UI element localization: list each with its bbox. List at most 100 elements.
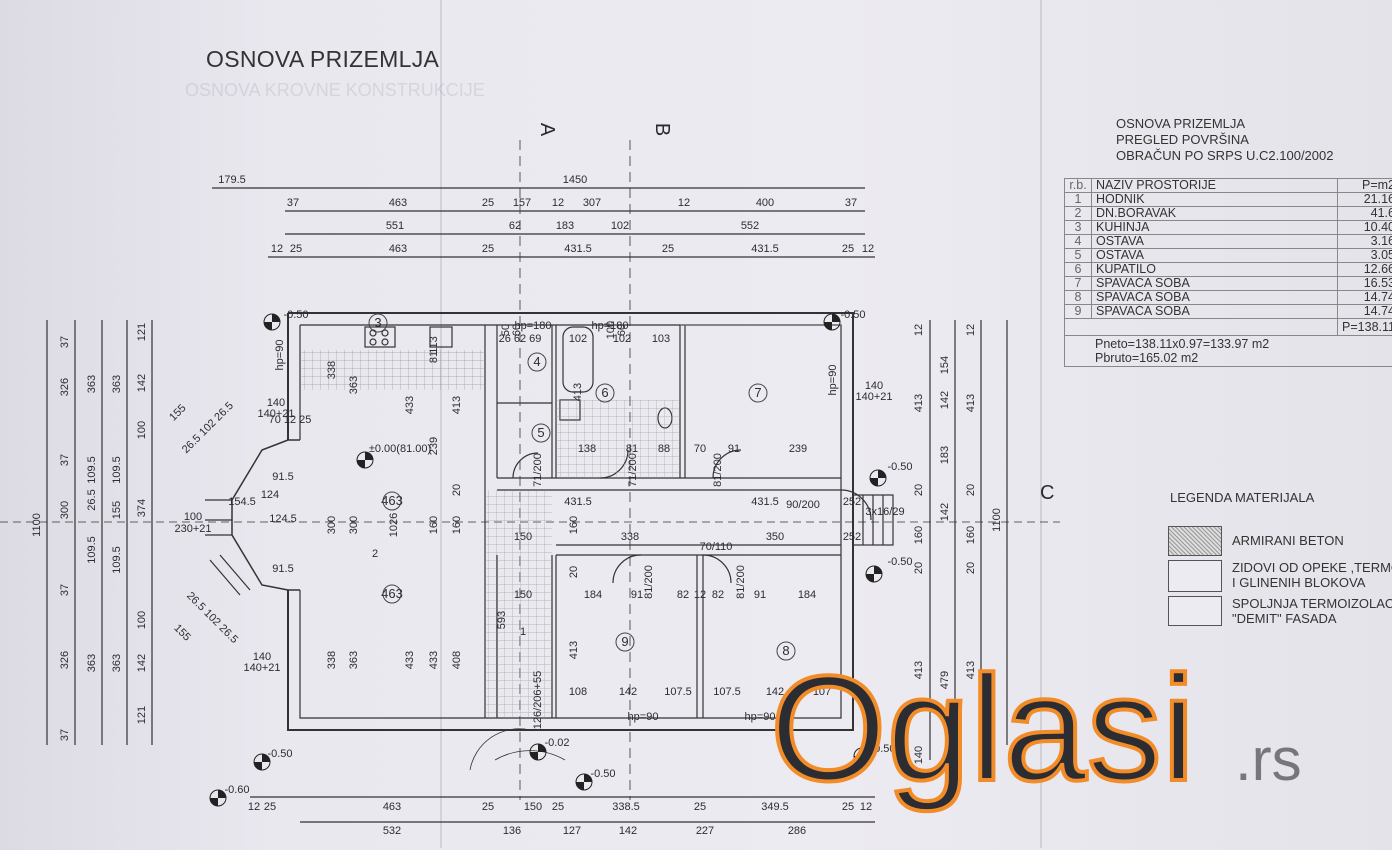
dimension-label: 179.5	[218, 174, 246, 186]
oglasi-watermark-logo: Oglasi .rs	[770, 640, 1370, 850]
brick-swatch	[1168, 560, 1222, 592]
dimension-label: 150	[514, 531, 532, 543]
dimension-label: 90/200	[786, 499, 820, 511]
room-number-label: 6	[601, 385, 608, 400]
section-marker-c: C	[1040, 482, 1054, 505]
table-footer: Pneto=138.11x0.97=133.97 m2 Pbruto=165.0…	[1065, 336, 1392, 367]
dimension-label: 160	[965, 526, 977, 544]
section-marker-a: A	[535, 123, 558, 136]
dimension-label: 37	[59, 584, 71, 596]
dimension-label: 413	[451, 396, 463, 414]
dimension-label: 239	[428, 437, 440, 455]
legend-label: ARMIRANI BETON	[1232, 533, 1344, 548]
dimension-label: 20	[965, 484, 977, 496]
dimension-label: 142	[939, 503, 951, 521]
dimension-label: 300	[348, 516, 360, 534]
dimension-label: 20	[568, 566, 580, 578]
dimension-label: 1450	[563, 174, 587, 186]
areas-header-line: OSNOVA PRIZEMLJA	[1116, 116, 1333, 132]
dimension-label: 70 12 25	[269, 414, 312, 426]
room-area: 12.66	[1338, 263, 1392, 277]
dimension-label: 154	[939, 356, 951, 374]
dimension-label: 363	[111, 375, 123, 393]
legend-label: I GLINENIH BLOKOVA	[1232, 575, 1365, 590]
dimension-label: 12	[965, 324, 977, 336]
dimension-label: 431.5	[564, 243, 592, 255]
dimension-label: 81/200	[712, 453, 724, 487]
dimension-label: 532	[383, 825, 401, 837]
room-number: 9	[1065, 305, 1092, 319]
areas-header-line: PREGLED POVRŠINA	[1116, 132, 1333, 148]
dimension-label: 108	[569, 686, 587, 698]
room-name: HODNIK	[1092, 193, 1338, 207]
areas-header: OSNOVA PRIZEMLJA PREGLED POVRŠINA OBRAČU…	[1116, 116, 1333, 164]
dimension-label: 126/206+55	[532, 671, 544, 729]
dimension-label: 25	[842, 243, 854, 255]
level-marker-icon	[264, 314, 280, 330]
dimension-label: 91.5	[272, 563, 293, 575]
dimension-label: 408	[451, 651, 463, 669]
dimension-label: 102	[611, 220, 629, 232]
dimension-label: 300	[59, 501, 71, 519]
section-marker-b: B	[650, 123, 673, 136]
dimension-label: 433	[404, 651, 416, 669]
dimension-label: 230+21	[174, 523, 211, 535]
dimension-label: 413	[965, 394, 977, 412]
dimension-label: -0.50	[590, 768, 615, 780]
dimension-label: 142	[939, 391, 951, 409]
room-number: 6	[1065, 263, 1092, 277]
level-marker-icon	[870, 470, 886, 486]
dimension-label: 82	[677, 589, 689, 601]
table-total: P=138.11	[1338, 319, 1392, 336]
room-area: 16.53	[1338, 277, 1392, 291]
dimension-label: 252	[843, 531, 861, 543]
dimension-label: -0.50	[840, 309, 865, 321]
dimension-label: 91	[754, 589, 766, 601]
watermark-text: Oglasi	[770, 644, 1195, 812]
dimension-label: 107.5	[664, 686, 692, 698]
dimension-label: 227	[696, 825, 714, 837]
dimension-label: 25	[482, 197, 494, 209]
dimension-label: 26.5 102 26.5	[184, 590, 240, 646]
room-number: 4	[1065, 235, 1092, 249]
dimension-label: 25	[662, 243, 674, 255]
dimension-label: 60	[616, 324, 628, 336]
pbruto: Pbruto=165.02 m2	[1095, 351, 1392, 365]
dimension-label: -0.50	[887, 461, 912, 473]
dimension-label: 552	[741, 220, 759, 232]
dimension-label: -0.02	[544, 737, 569, 749]
dimension-label: 326	[59, 378, 71, 396]
level-marker-icon	[576, 774, 592, 790]
dimension-label: 350	[766, 531, 784, 543]
room-number-label: 9	[621, 634, 628, 649]
dimension-label: 127	[563, 825, 581, 837]
legend-label: "DEMIT" FASADA	[1232, 611, 1337, 626]
dimension-label: -0.60	[224, 784, 249, 796]
room-area: 3.05	[1338, 249, 1392, 263]
dimension-label: 160	[568, 516, 580, 534]
dimension-label: 100	[136, 611, 148, 629]
room-name: DN.BORAVAK	[1092, 207, 1338, 221]
dimension-label: 326	[59, 651, 71, 669]
dimension-label: 1	[520, 626, 526, 638]
dimension-label: 142	[136, 374, 148, 392]
dimension-label: 25	[552, 801, 564, 813]
room-number-label: 4	[533, 354, 540, 369]
dimension-label: 183	[939, 446, 951, 464]
concrete-swatch	[1168, 526, 1222, 556]
room-area: 41.6	[1338, 207, 1392, 221]
level-marker-icon	[210, 790, 226, 806]
dimension-label: 184	[798, 589, 816, 601]
header-area: P=m2	[1338, 179, 1392, 193]
dimension-label: 155	[171, 622, 192, 643]
dimension-label: 91.5	[272, 471, 293, 483]
room-number-label: 5	[537, 425, 544, 440]
dimension-label: 363	[348, 376, 360, 394]
dimension-label: 20	[913, 484, 925, 496]
level-marker-icon	[530, 744, 546, 760]
dimension-label: 37	[59, 336, 71, 348]
dimension-label: 124.5	[269, 513, 297, 525]
dimension-label: 91	[728, 443, 740, 455]
